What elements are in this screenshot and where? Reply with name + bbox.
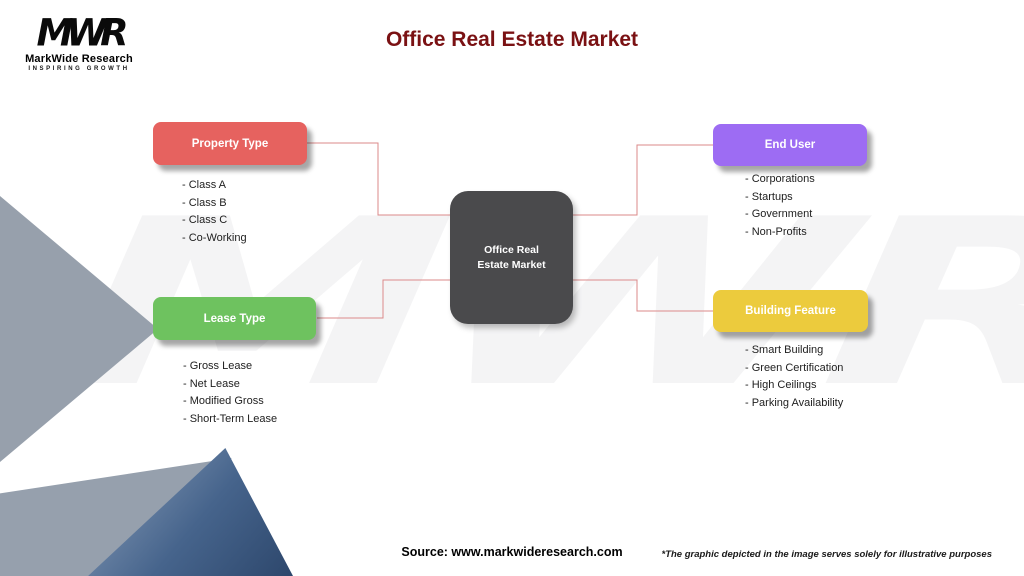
disclaimer-text: *The graphic depicted in the image serve… — [661, 549, 993, 560]
list-item: - Corporations — [745, 173, 815, 185]
category-label: End User — [764, 139, 816, 151]
category-label: Building Feature — [745, 305, 836, 317]
category-box-property-type: Property Type — [153, 122, 307, 165]
connector-end-user — [573, 144, 713, 216]
list-item: - Green Certification — [745, 361, 844, 374]
list-item: - Government — [745, 208, 813, 220]
end-user-list: - Corporations - Startups - Government -… — [745, 171, 815, 241]
category-label: Property Type — [191, 137, 269, 150]
list-item: - Non-Profits — [745, 225, 807, 238]
building-feature-list: - Smart Building - Green Certification -… — [745, 342, 843, 412]
property-type-list: - Class A - Class B - Class C - Co-Worki… — [182, 177, 247, 247]
center-node: Office Real Estate Market — [450, 191, 573, 324]
logo-monogram: MWR — [36, 10, 128, 55]
source-text: Source: www.markwideresearch.com — [401, 545, 623, 559]
list-item: - Modified Gross — [183, 395, 264, 407]
lease-type-list: - Gross Lease - Net Lease - Modified Gro… — [183, 358, 277, 428]
list-item: - Startups — [745, 190, 793, 203]
list-item: - Gross Lease — [183, 360, 253, 372]
list-item: - Class C — [182, 214, 228, 226]
list-item: - Smart Building — [745, 344, 824, 356]
center-node-label: Office Real Estate Market — [477, 244, 546, 271]
page-title: Office Real Estate Market — [385, 28, 639, 51]
category-box-end-user: End User — [713, 124, 867, 166]
markwide-logo: MWR MarkWide Research INSPIRING GROWTH — [24, 14, 134, 72]
logo-tagline: INSPIRING GROWTH — [28, 66, 130, 72]
list-item: - Net Lease — [183, 377, 240, 390]
list-item: - Parking Availability — [745, 396, 844, 409]
category-box-lease-type: Lease Type — [153, 297, 316, 340]
connector-lease-type — [317, 279, 450, 319]
category-box-building-feature: Building Feature — [713, 290, 868, 332]
list-item: - Class A — [182, 179, 227, 191]
decorative-triangle-left — [0, 196, 158, 462]
connector-property-type — [307, 142, 450, 216]
list-item: - Short-Term Lease — [183, 412, 278, 425]
list-item: - High Ceilings — [745, 379, 817, 391]
list-item: - Co-Working — [182, 231, 247, 244]
list-item: - Class B — [182, 196, 227, 209]
category-label: Lease Type — [203, 312, 266, 325]
connector-building-feature — [573, 279, 713, 312]
logo-name: MarkWide Research — [25, 53, 133, 65]
